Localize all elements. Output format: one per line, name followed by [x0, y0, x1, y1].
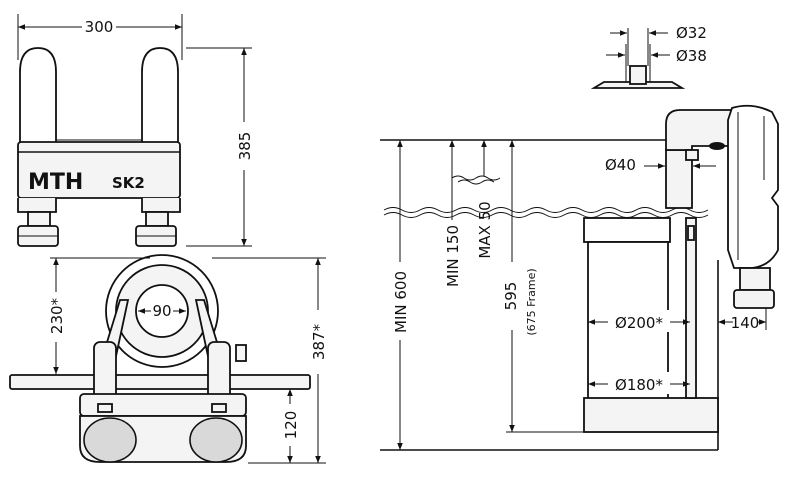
installation-section: MIN 600 MIN 150 MAX 50 595 (675 Frame) Ø… [380, 104, 779, 451]
pump-bolt [733, 289, 775, 309]
dim-inlet: Ø40 [605, 156, 636, 174]
dim-frame-height: 595 [502, 282, 520, 311]
dim-min-150: MIN 150 [444, 225, 462, 287]
brand-logo: MTH [28, 170, 83, 195]
dim-center-bore: 90 [152, 302, 171, 320]
dim-bottom-height: 120 [282, 411, 300, 440]
pipe-detail: Ø32 Ø38 [590, 24, 707, 89]
dim-basket: Ø200* [615, 314, 663, 332]
mount-body [17, 141, 181, 199]
dim-width-top: 300 [85, 18, 114, 36]
dim-min-600: MIN 600 [392, 271, 410, 333]
side-view: 90 230* 387* 120 [9, 254, 328, 464]
basket-base [583, 397, 719, 433]
dim-frame-note: (675 Frame) [525, 268, 538, 335]
dim-height-right: 387* [310, 323, 328, 360]
dim-basket-bottom: Ø180* [615, 376, 663, 394]
basket-rim [583, 217, 671, 243]
dim-offset: 140 [731, 314, 760, 332]
dim-pipe-inner: Ø32 [676, 24, 707, 42]
dim-max-50: MAX 50 [476, 201, 494, 258]
dim-height-top: 385 [236, 132, 254, 161]
dim-pipe-outer: Ø38 [676, 47, 707, 65]
pump-housing [727, 104, 779, 269]
dim-height-left: 230* [48, 297, 66, 334]
brand-model: SK2 [112, 174, 145, 192]
front-view: 300 MTH SK2 385 [17, 14, 254, 247]
mounting-plate [9, 374, 311, 390]
